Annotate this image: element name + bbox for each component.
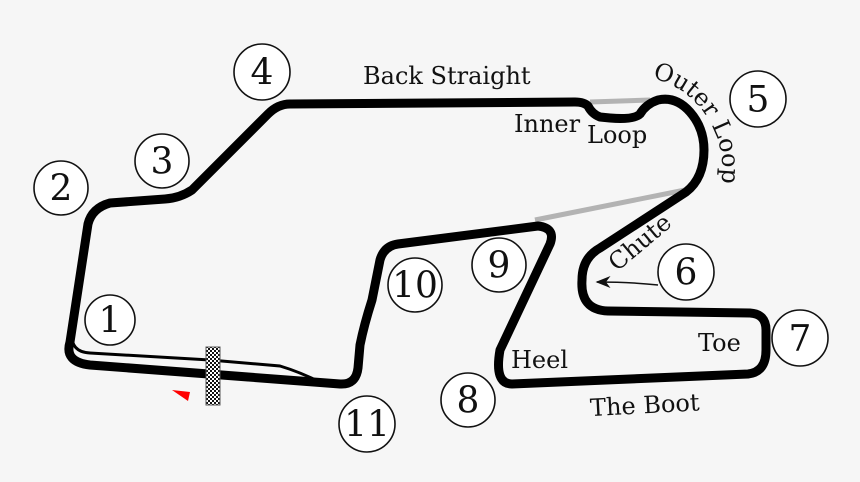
svg-text:8: 8 <box>457 381 480 422</box>
svg-text:6: 6 <box>675 253 698 294</box>
turn-11-marker: 11 <box>338 395 396 453</box>
turn-1-marker: 1 <box>84 294 136 346</box>
turn-8-marker: 8 <box>440 372 496 428</box>
turn-3-marker: 3 <box>134 133 190 189</box>
svg-text:5: 5 <box>747 80 770 121</box>
turn-7-marker: 7 <box>771 309 829 367</box>
svg-text:9: 9 <box>488 246 511 287</box>
turn-9-marker: 9 <box>471 237 527 293</box>
svg-text:10: 10 <box>392 266 438 307</box>
start-finish-flag <box>205 346 221 406</box>
inner-loop-bypass <box>589 97 651 105</box>
svg-text:1: 1 <box>99 301 122 342</box>
label-inner-loop-loop: Loop <box>587 121 647 149</box>
label-inner-loop-inner: Inner <box>514 110 581 138</box>
chute-bypass <box>534 186 691 223</box>
svg-text:2: 2 <box>50 169 73 210</box>
label-the-boot: The Boot <box>589 388 700 422</box>
turn-4-marker: 4 <box>233 43 291 101</box>
turn-5-marker: 5 <box>729 70 787 128</box>
turn-10-marker: 10 <box>387 257 443 313</box>
turn-2-marker: 2 <box>33 160 89 216</box>
svg-text:11: 11 <box>344 405 390 446</box>
svg-text:7: 7 <box>789 319 812 360</box>
label-heel: Heel <box>511 346 568 374</box>
turn-6-marker: 6 <box>657 243 715 301</box>
svg-text:3: 3 <box>151 142 174 183</box>
label-toe: Toe <box>698 329 741 357</box>
label-back-straight: Back Straight <box>363 62 531 90</box>
start-direction-marker <box>172 390 190 401</box>
track-outline <box>64 94 771 389</box>
turn-6-pointer-arrow <box>595 276 659 289</box>
svg-text:4: 4 <box>251 53 274 94</box>
